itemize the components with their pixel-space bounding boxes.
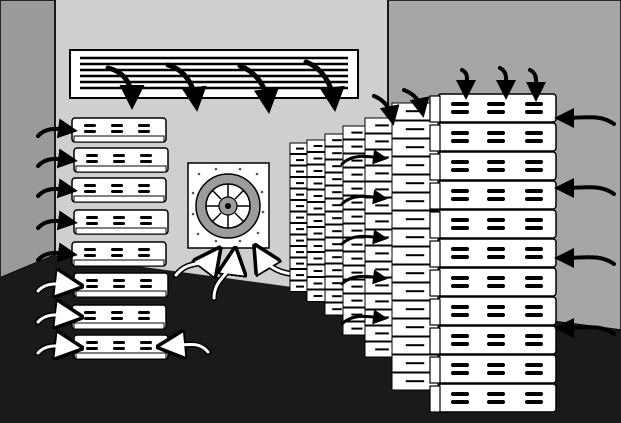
server-unit-icon [74,335,168,359]
server-unit-icon [430,355,556,383]
server-unit-icon [430,239,556,267]
server-unit-icon [74,210,168,234]
server-unit-icon [430,297,556,325]
wall-fan-icon [188,163,269,248]
ceiling-vent-icon [70,50,358,98]
server-unit-icon [430,181,556,209]
server-unit-icon [74,273,168,297]
server-unit-icon [430,326,556,354]
left-wall [0,0,55,278]
server-unit-icon [430,152,556,180]
server-unit-icon [430,210,556,238]
server-unit-icon [430,384,556,412]
server-unit-icon [72,178,166,202]
server-unit-icon [430,94,556,122]
server-unit-icon [74,148,168,172]
server-unit-icon [72,242,166,266]
server-unit-icon [72,305,166,329]
server-unit-icon [430,268,556,296]
server-unit-icon [430,123,556,151]
server-unit-icon [72,118,166,142]
